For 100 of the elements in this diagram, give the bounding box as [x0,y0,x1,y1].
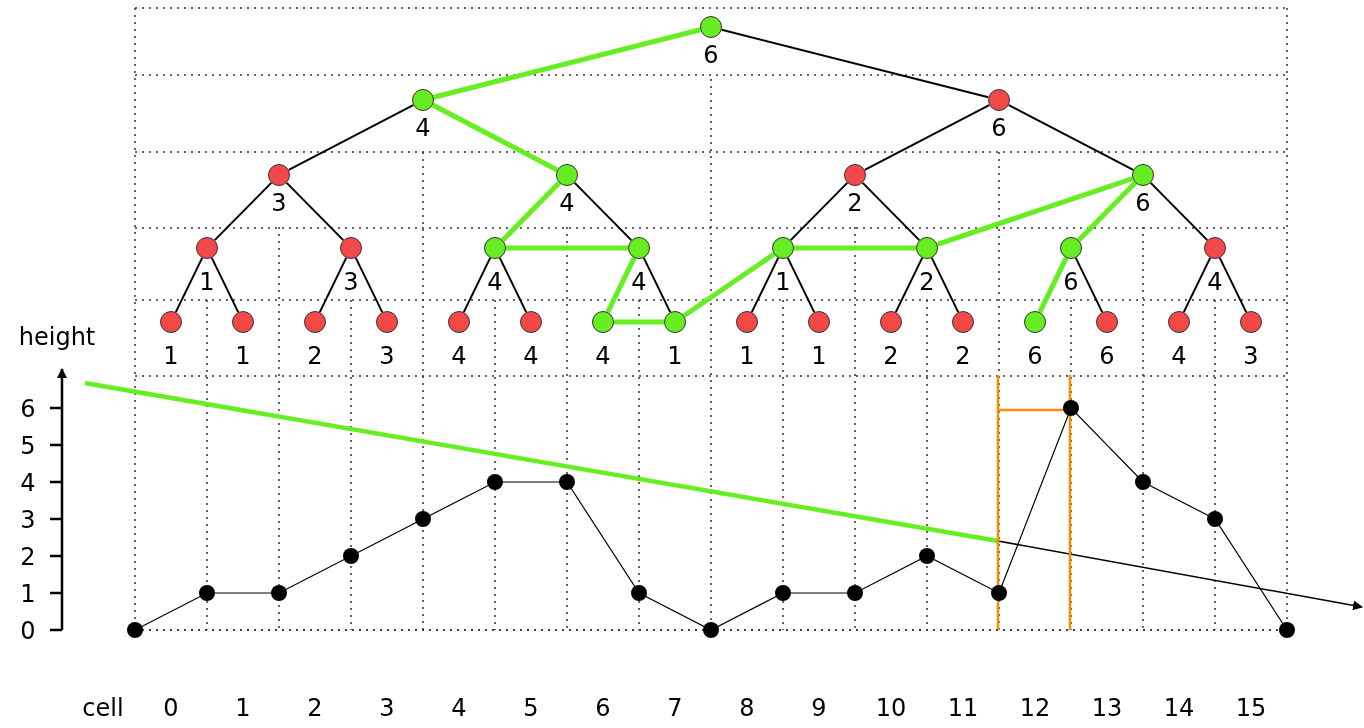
tree-node-circle [880,311,902,333]
tree-edge [573,181,633,242]
node-value-label: 4 [594,342,612,370]
axis-tick-label: 2 [307,694,323,722]
tree-edge [1037,256,1069,314]
tree-node-circle [1204,237,1226,259]
node-value-label: 1 [666,342,684,370]
tree-node-circle [232,311,254,333]
tree-edge [1007,104,1135,171]
tree-edge [861,181,921,242]
tree-edge [174,256,204,314]
node-value-label: 1 [162,342,180,370]
tree-edge [287,104,415,171]
axis-tick-label: 3 [379,694,395,722]
node-value-label: 4 [486,268,504,296]
axis-tick-label: 5 [523,694,539,722]
node-value-label: 3 [1242,342,1260,370]
tree-node-circle [1168,311,1190,333]
tree-edge [720,28,990,99]
node-value-label: 6 [1098,342,1116,370]
tree-edge [210,256,240,314]
tree-node-circle [448,311,470,333]
tree-edge [786,256,816,314]
tree-node-circle [1240,311,1262,333]
axis-tick-label: 0 [20,617,36,645]
tree-node-circle [988,89,1010,111]
tree-node-circle [196,237,218,259]
tree-edge [614,319,664,325]
axis-tick-label: 1 [20,580,36,608]
tree-edge [930,256,960,314]
tree-edge [354,256,384,314]
axis-tick-label: 4 [451,694,467,722]
axis-tick-label: 5 [20,432,36,460]
tree-node-circle [340,237,362,259]
tree-node-circle [736,311,758,333]
node-value-label: 6 [1062,268,1080,296]
path-node-circle [664,311,686,333]
axis-tick-label: 14 [1163,694,1195,722]
node-value-label: 4 [1170,342,1188,370]
tree-edge [936,176,1134,247]
path-node-circle [1024,311,1046,333]
node-value-label: 2 [306,342,324,370]
tree-edge [1149,181,1209,242]
node-value-label: 4 [450,342,468,370]
path-node-circle [556,164,578,186]
node-value-label: 2 [918,268,936,296]
axis-tick-label: 12 [1019,694,1051,722]
path-node-circle [772,237,794,259]
tree-edge [498,256,528,314]
tree-node-circle [952,311,974,333]
tree-edge [431,102,559,173]
tree-edge [462,256,492,314]
node-value-label: 2 [882,342,900,370]
axis-tick-label: 7 [667,694,683,722]
axis-title: cell [82,694,124,722]
path-node-circle [628,237,650,259]
tree-edge [433,27,701,100]
axis-tick-label: 1 [235,694,251,722]
tree-node-circle [1096,311,1118,333]
path-node-circle [916,237,938,259]
node-value-label: 3 [342,268,360,296]
node-value-label: 1 [810,342,828,370]
node-value-label: 1 [198,268,216,296]
tree-edge [605,256,637,314]
node-value-label: 6 [1134,189,1152,217]
tree-edge [506,245,628,251]
axis-title: height [18,323,96,351]
axis-tick-label: 15 [1235,694,1267,722]
node-value-label: 3 [378,342,396,370]
tree-node-circle [304,311,326,333]
axis-tick-label: 6 [20,395,36,423]
tree-edge [1218,256,1248,314]
tree-edge [500,181,562,242]
tree-edge [1182,256,1212,314]
node-value-label: 3 [270,189,288,217]
tree-node-circle [268,164,290,186]
node-value-label: 1 [774,268,792,296]
tree-edge [863,104,991,171]
node-value-label: 6 [702,41,720,69]
node-value-label: 1 [738,342,756,370]
axis-tick-label: 2 [20,543,36,571]
path-node-circle [1060,237,1082,259]
axis-tick-label: 13 [1091,694,1123,722]
node-value-label: 4 [414,114,432,142]
tree-node-circle [376,311,398,333]
axis-tick-label: 0 [163,694,179,722]
path-node-circle [592,311,614,333]
axis-tick-label: 11 [947,694,979,722]
axis-tick-label: 10 [875,694,907,722]
tree-edge [750,256,780,314]
axis-tick-label: 8 [739,694,755,722]
tree-edge [285,181,345,242]
tree-node-circle [844,164,866,186]
tree-edge [1076,181,1138,242]
axis-tick-label: 4 [20,469,36,497]
tree-edge [642,256,672,314]
tree-edge [318,256,348,314]
node-value-label: 4 [630,268,648,296]
tree-edge [794,245,916,251]
path-node-circle [484,237,506,259]
